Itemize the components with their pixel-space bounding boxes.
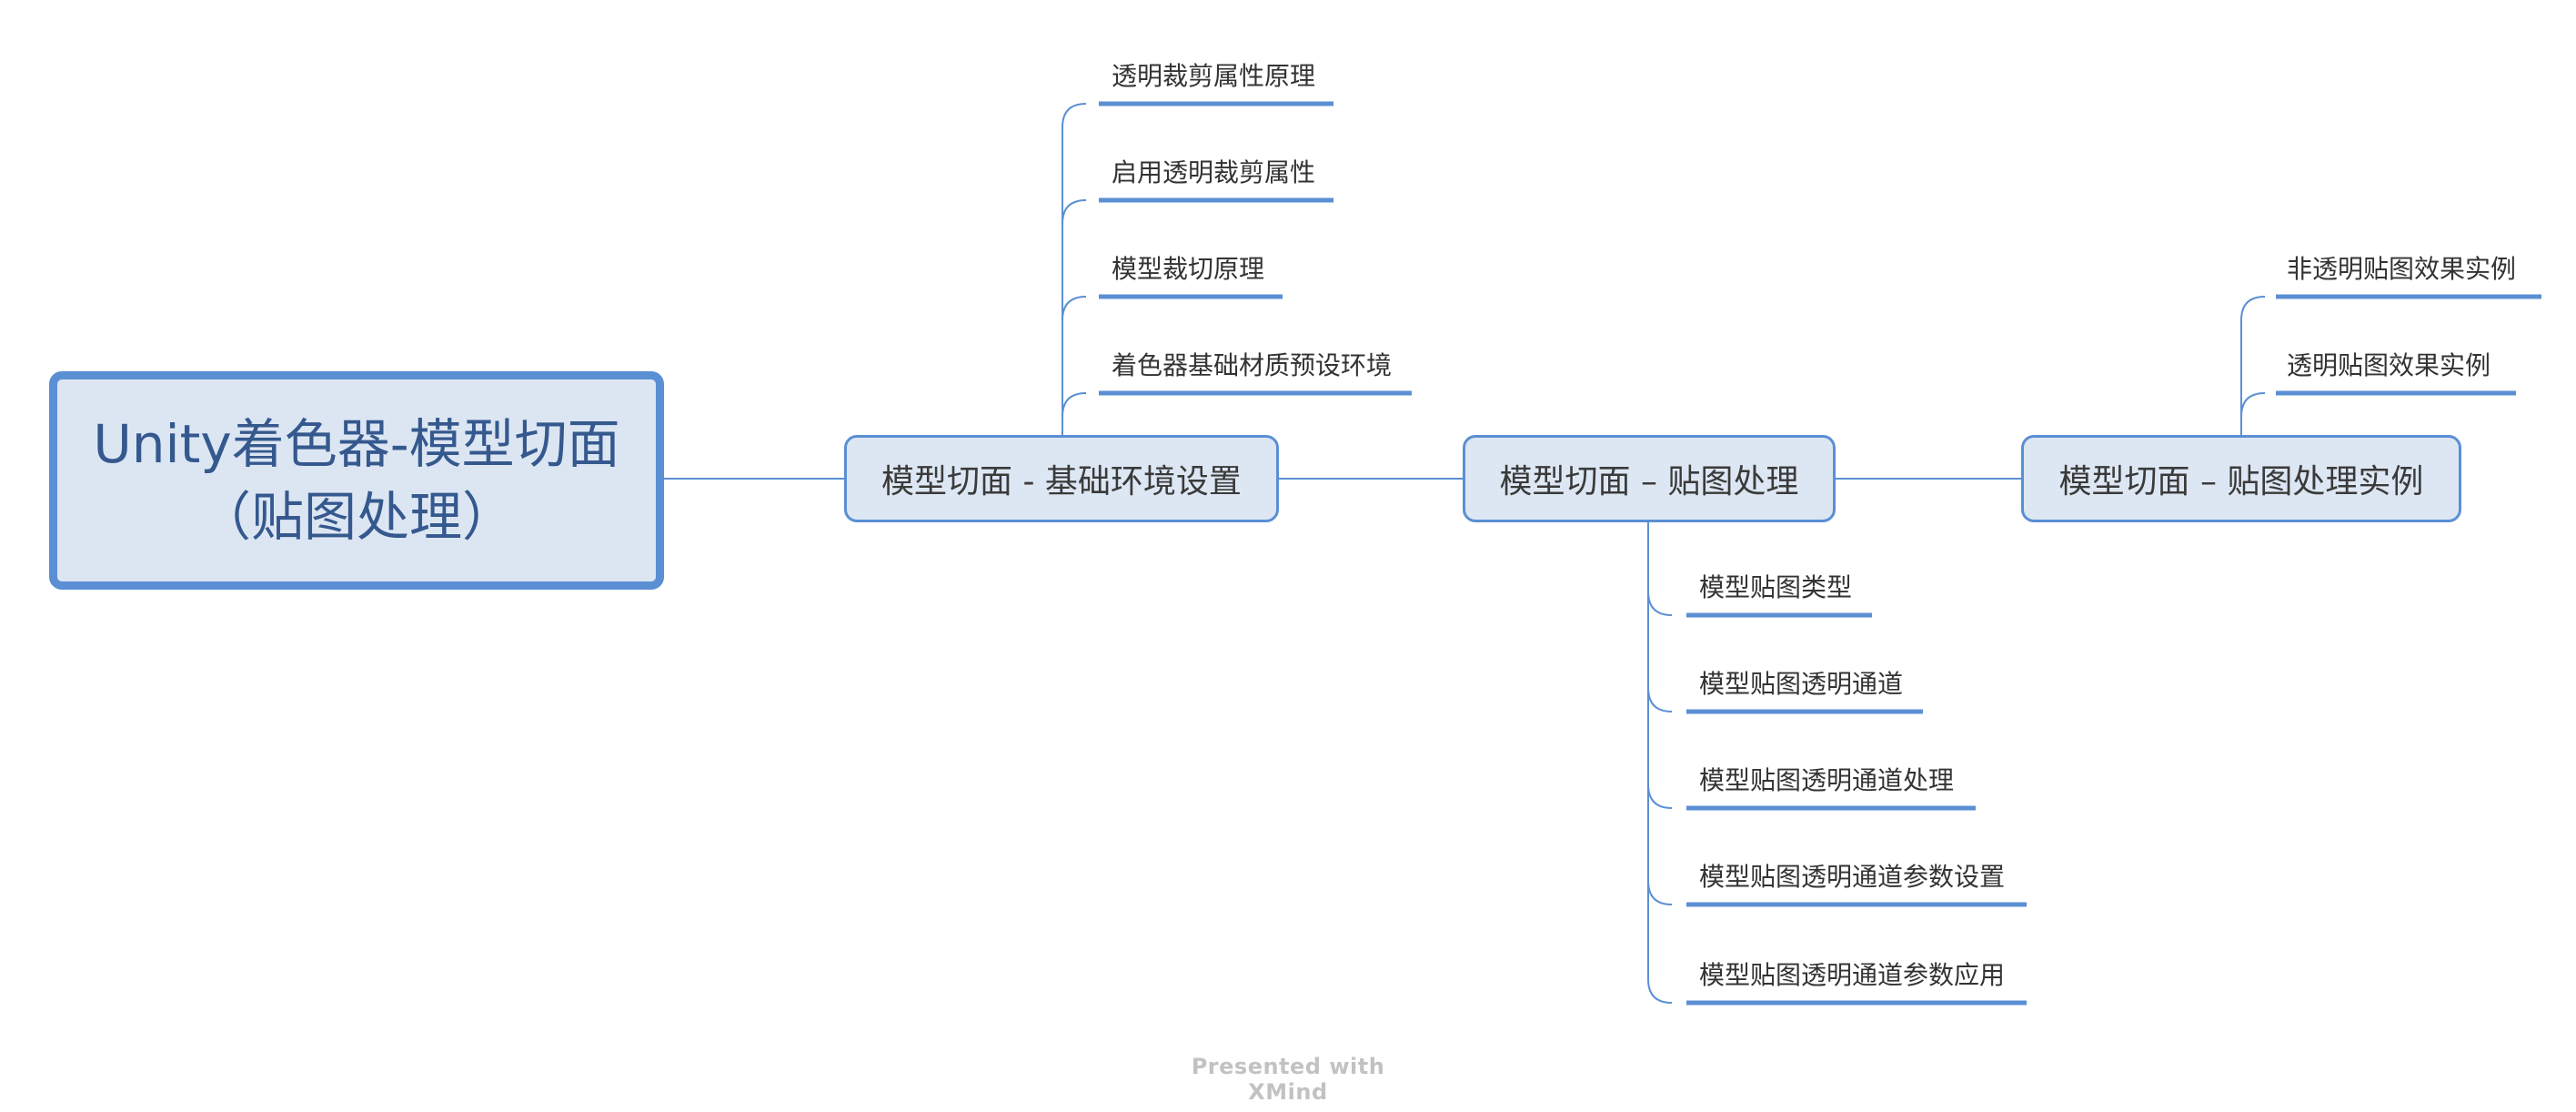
connector-b1-c3 [1062, 296, 1087, 321]
root-topic[interactable]: Unity着色器-模型切面（贴图处理） [49, 371, 664, 590]
subtopic-b2-2[interactable]: 模型贴图透明通道 [1699, 669, 1904, 699]
main-topic-label: 模型切面 - 基础环境设置 [881, 463, 1242, 500]
subtopic-b3-2[interactable]: 透明贴图效果实例 [2287, 350, 2491, 380]
connector-b3-trunk [2240, 296, 2266, 435]
main-topic-basic-setup[interactable]: 模型切面 - 基础环境设置 [844, 435, 1279, 522]
connector-b2-c2 [1647, 687, 1673, 713]
subtopic-b1-3[interactable]: 模型裁切原理 [1112, 254, 1265, 284]
connector-b1-c4 [1062, 392, 1087, 418]
subtopic-b2-3[interactable]: 模型贴图透明通道处理 [1699, 765, 1955, 795]
connector-b2-c3 [1647, 783, 1673, 809]
main-topic-label: 模型切面 – 贴图处理实例 [2058, 463, 2424, 500]
connector-b2-trunk [1647, 522, 1673, 1004]
subtopic-b1-2[interactable]: 启用透明裁剪属性 [1112, 157, 1316, 187]
xmind-watermark: Presented with XMind [1191, 1054, 1385, 1105]
connector-b2-c4 [1647, 880, 1673, 905]
connector-b2-c1 [1647, 591, 1673, 616]
main-topic-texture-examples[interactable]: 模型切面 – 贴图处理实例 [2021, 435, 2461, 522]
connector-b1-trunk [1062, 103, 1087, 435]
main-topic-texture-processing[interactable]: 模型切面 – 贴图处理 [1463, 435, 1836, 522]
subtopic-b3-1[interactable]: 非透明贴图效果实例 [2287, 254, 2517, 284]
subtopic-b1-4[interactable]: 着色器基础材质预设环境 [1112, 350, 1393, 380]
connector-b3-c2 [2240, 392, 2266, 418]
main-topic-label: 模型切面 – 贴图处理 [1499, 463, 1799, 500]
subtopic-b2-5[interactable]: 模型贴图透明通道参数应用 [1699, 960, 2006, 990]
connector-b1-c2 [1062, 199, 1087, 225]
subtopic-b1-1[interactable]: 透明裁剪属性原理 [1112, 61, 1316, 91]
subtopic-b2-1[interactable]: 模型贴图类型 [1699, 572, 1853, 602]
subtopic-b2-4[interactable]: 模型贴图透明通道参数设置 [1699, 862, 2006, 892]
root-topic-label: Unity着色器-模型切面（贴图处理） [93, 413, 620, 548]
